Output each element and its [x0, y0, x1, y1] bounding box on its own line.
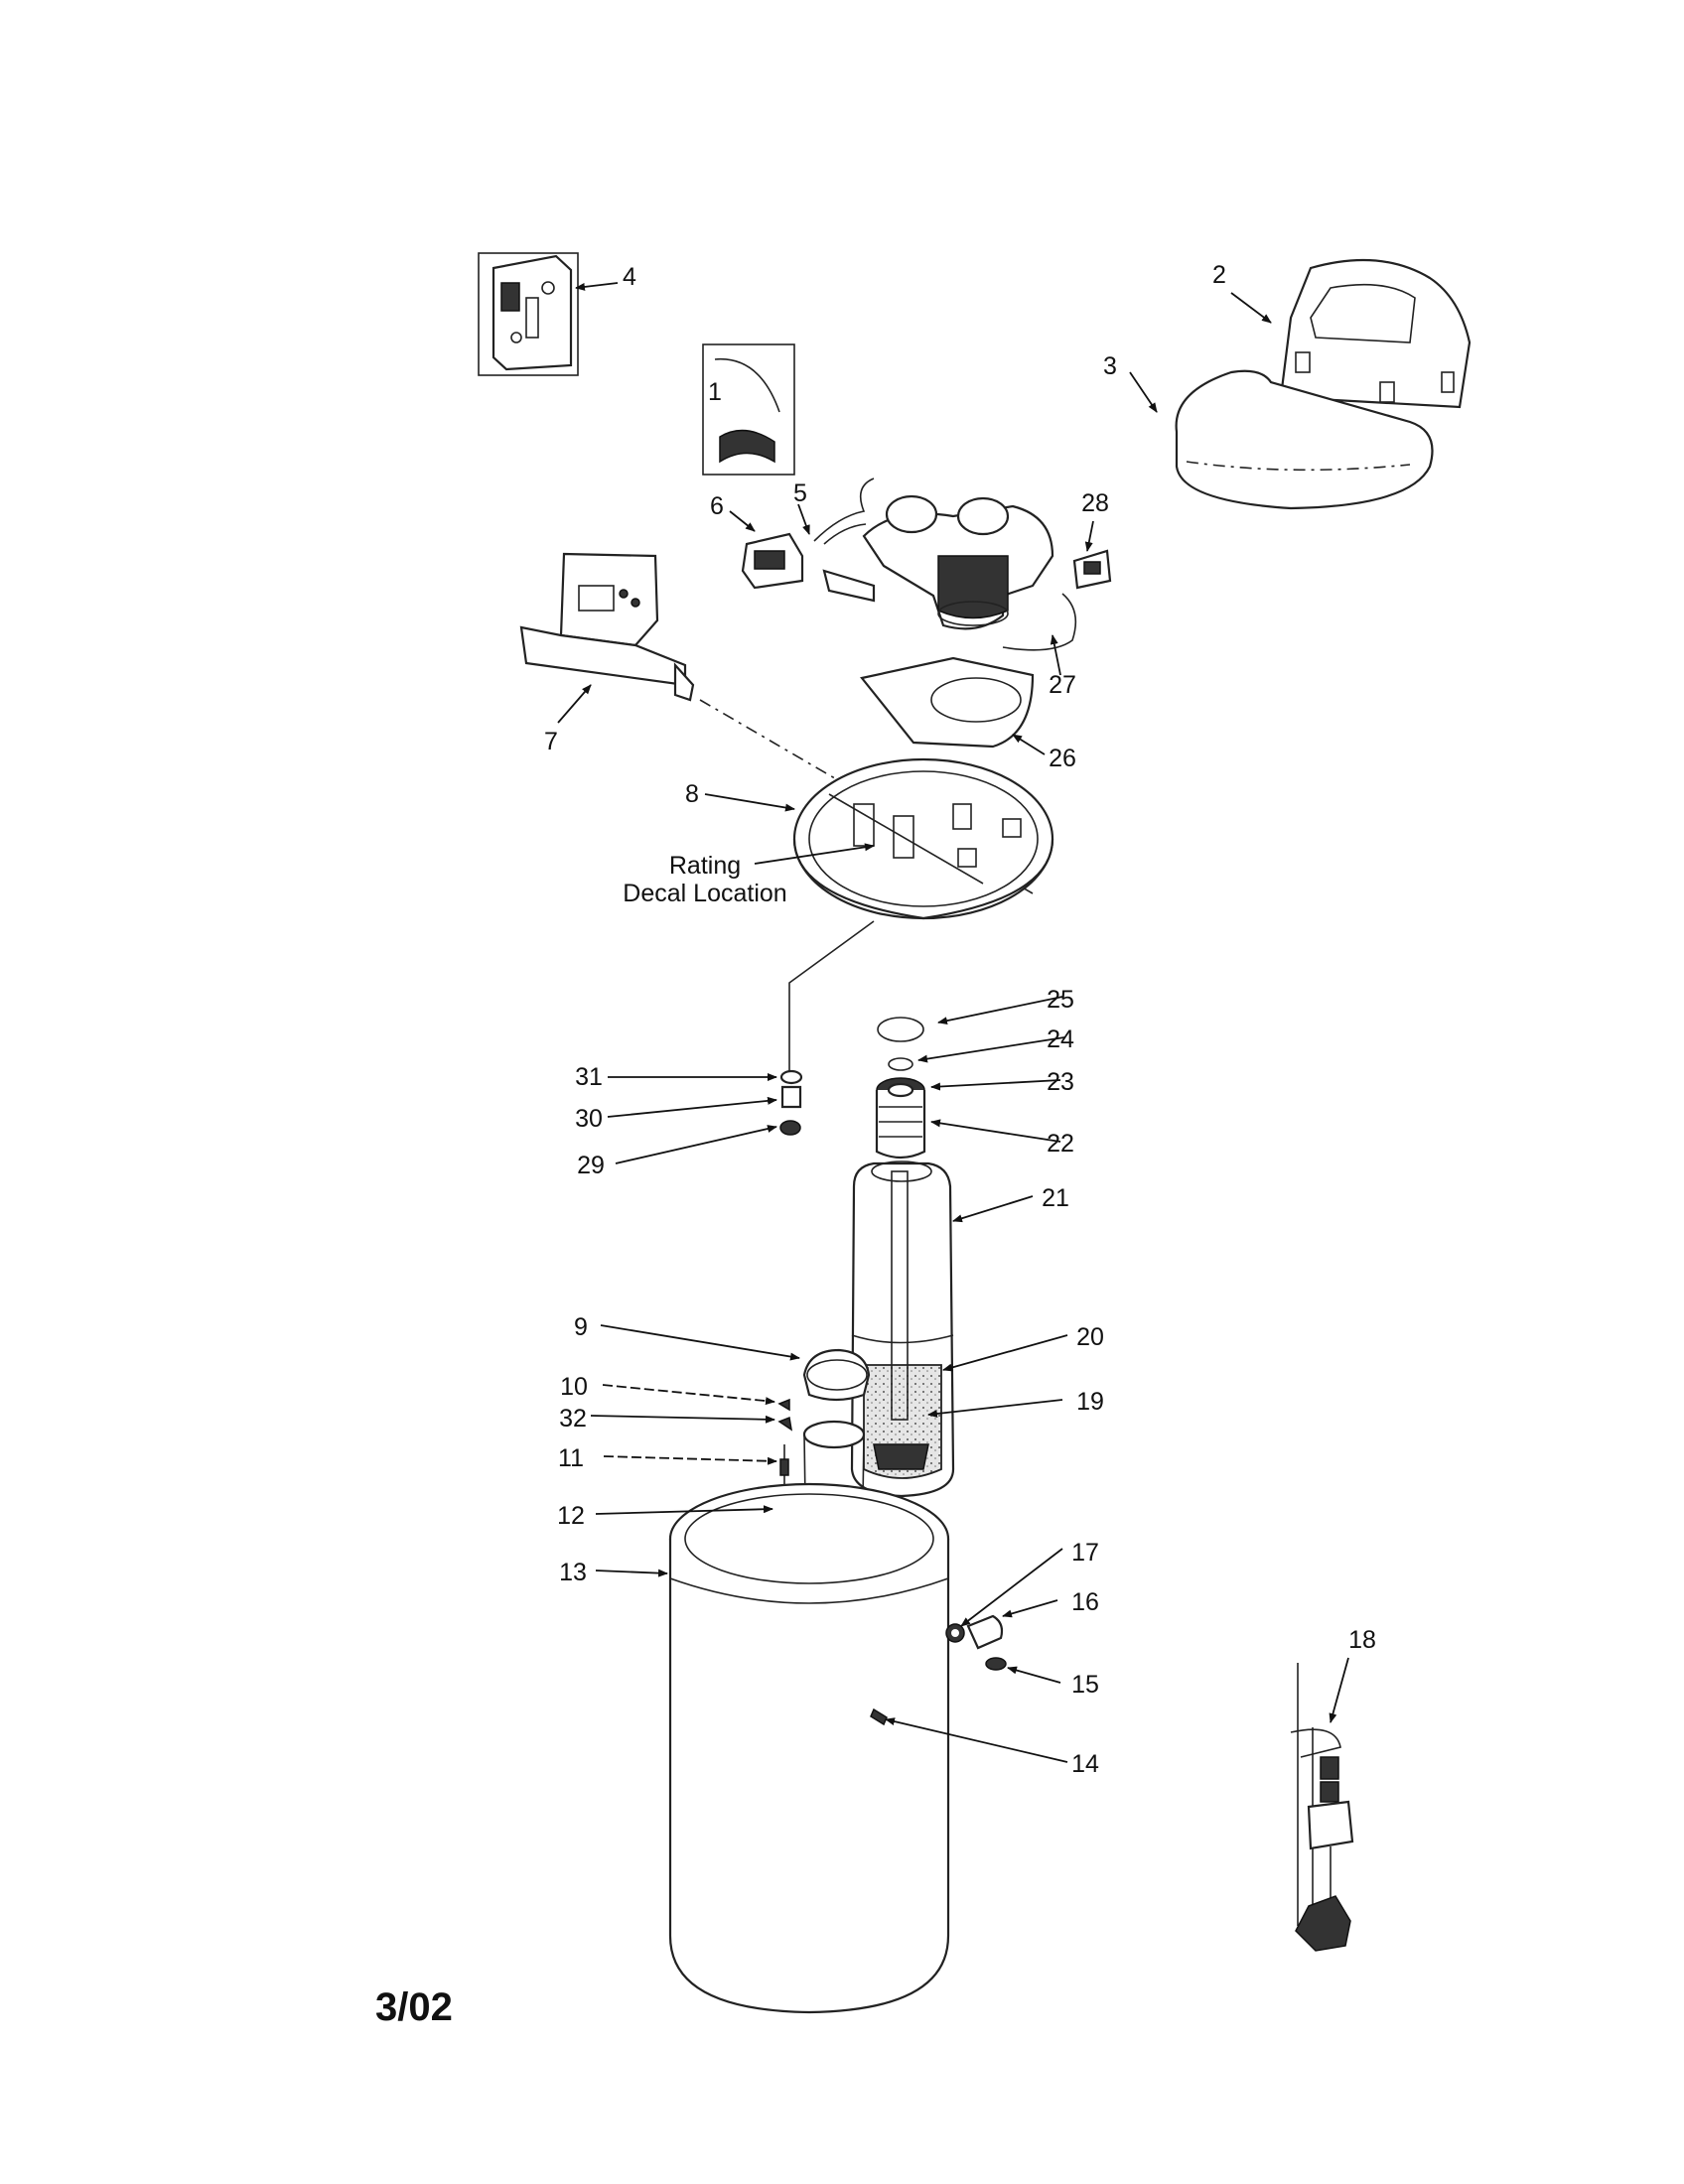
callout-32: 32 [559, 1405, 587, 1433]
callout-3: 3 [1103, 352, 1117, 380]
part-3-salt-lid [1175, 369, 1434, 510]
callout-5: 5 [793, 479, 807, 507]
callout-16: 16 [1071, 1588, 1099, 1616]
part-26-gasket-plate [860, 656, 1035, 749]
part-10-32-float-clips [777, 1398, 793, 1432]
callout-6: 6 [710, 492, 724, 520]
part-16-elbow [966, 1614, 1004, 1650]
callout-11: 11 [558, 1444, 584, 1472]
drive-motor-assembly [822, 494, 1054, 630]
part-28-bracket [1072, 549, 1112, 590]
leader-lines [557, 282, 1349, 1763]
part-27-retainer-clip [1002, 593, 1077, 651]
callout-19: 19 [1076, 1388, 1104, 1416]
callout-labels: 1 2 3 4 5 6 7 8 9 10 11 12 13 14 15 16 1… [544, 261, 1376, 1778]
callout-25: 25 [1047, 986, 1074, 1014]
part-25-o-ring [877, 1017, 924, 1042]
callout-26: 26 [1049, 745, 1076, 772]
part-5-wire-harness [813, 478, 875, 545]
callout-20: 20 [1076, 1323, 1104, 1351]
part-14-screw [870, 1707, 888, 1726]
callout-18: 18 [1348, 1626, 1376, 1654]
callout-9: 9 [574, 1313, 588, 1341]
callout-1: 1 [708, 378, 722, 406]
callout-13: 13 [559, 1559, 587, 1586]
callout-10: 10 [560, 1373, 588, 1401]
callout-12: 12 [557, 1502, 585, 1530]
callout-17: 17 [1071, 1539, 1099, 1567]
part-18-float-assembly [1290, 1663, 1354, 1952]
callout-22: 22 [1047, 1130, 1074, 1158]
callout-21: 21 [1042, 1184, 1069, 1212]
part-4-transformer [478, 252, 579, 376]
decal-note-line2: Decal Location [623, 880, 786, 907]
callout-29: 29 [577, 1152, 605, 1179]
callout-31: 31 [575, 1063, 603, 1091]
parts-29-31-brine-valve [779, 1069, 803, 1136]
part-8-base-ring [792, 757, 1054, 920]
callout-28: 28 [1081, 489, 1109, 517]
part-6-switch-module [741, 532, 804, 590]
part-21-resin-tank [850, 1160, 955, 1498]
part-13-brine-tank [668, 1482, 950, 2014]
callout-7: 7 [544, 728, 558, 755]
part-1-clips [702, 343, 795, 476]
part-17-grommet [945, 1623, 965, 1643]
callout-8: 8 [685, 780, 699, 808]
decal-note-line1: Rating [669, 852, 741, 880]
part-23-22-valve-body [875, 1077, 926, 1160]
part-24-seal [888, 1057, 913, 1071]
callout-2: 2 [1212, 261, 1226, 289]
part-15-clamp [985, 1657, 1007, 1671]
callout-30: 30 [575, 1105, 603, 1133]
part-2-top-cover [1279, 258, 1472, 409]
callout-23: 23 [1047, 1068, 1074, 1096]
revision-date: 3/02 [375, 1985, 453, 2029]
part-9-brine-well-cap [802, 1348, 871, 1402]
callout-24: 24 [1047, 1025, 1074, 1053]
alignment-line [788, 920, 875, 1072]
callout-15: 15 [1071, 1671, 1099, 1699]
callout-14: 14 [1071, 1750, 1099, 1778]
callout-4: 4 [623, 263, 636, 291]
callout-27: 27 [1049, 671, 1076, 699]
part-7-control-panel [519, 552, 695, 702]
